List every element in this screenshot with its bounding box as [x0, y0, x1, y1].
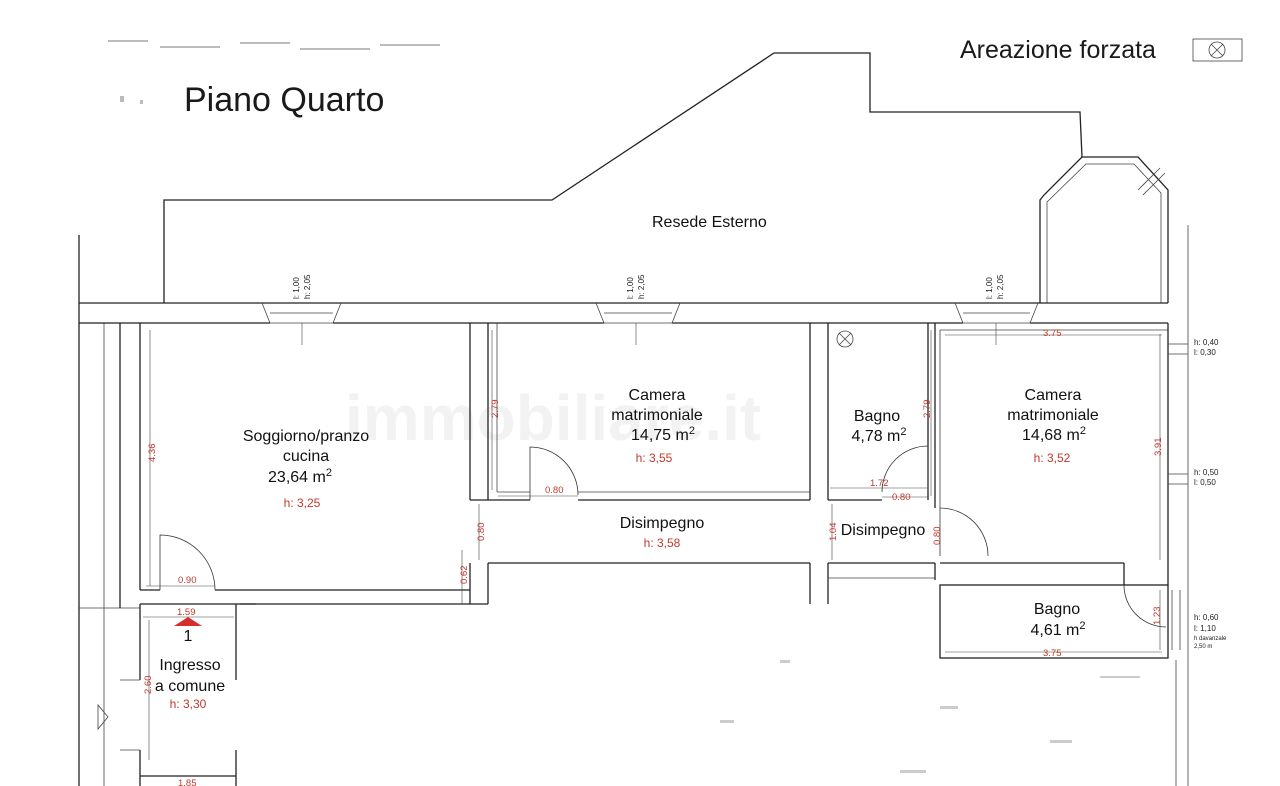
dim-4-36: 4.36: [147, 444, 158, 463]
dim-1-59: 1.59: [177, 607, 196, 618]
scan-noise: [108, 40, 440, 104]
bathroom-ventilation-icon: [836, 330, 854, 348]
svg-text:h: 3,55: h: 3,55: [636, 451, 673, 465]
svg-text:h: 2,05: h: 2,05: [303, 274, 312, 299]
window-notes: h: 2,05 l: 1,00 h: 2,05 l: 1,00 h: 2,05 …: [292, 274, 1227, 650]
svg-text:Camera: Camera: [629, 387, 686, 404]
dim-1-85: 1.85: [178, 778, 197, 786]
svg-text:23,64 m2: 23,64 m2: [268, 467, 332, 486]
exterior-label: Resede Esterno: [652, 214, 767, 231]
entrance-marker: 1: [174, 617, 202, 645]
dim-3-91: 3.91: [1153, 438, 1164, 457]
svg-text:l: 1,00: l: 1,00: [292, 277, 301, 299]
room-ingresso: Ingresso a comune h: 3,30: [155, 657, 225, 711]
door-swings: [159, 445, 1167, 628]
interior-walls: [119, 323, 1169, 786]
room-bagno-1: Bagno 4,78 m2: [851, 408, 906, 445]
svg-text:h: 3,52: h: 3,52: [1034, 451, 1071, 465]
entrance-number: 1: [184, 628, 193, 645]
svg-text:14,68 m2: 14,68 m2: [1022, 425, 1086, 444]
dim-3-75-a: 3.75: [1043, 328, 1062, 339]
page-title: Piano Quarto: [184, 81, 384, 119]
svg-text:h: 2,05: h: 2,05: [637, 274, 646, 299]
north-wall: [79, 302, 1168, 324]
svg-text:h: 0,40: h: 0,40: [1194, 338, 1219, 347]
forced-ventilation-icon: [1192, 38, 1243, 62]
svg-text:a comune: a comune: [155, 678, 225, 695]
svg-text:4,61 m2: 4,61 m2: [1030, 620, 1085, 639]
svg-text:l: 0,30: l: 0,30: [1194, 348, 1216, 357]
dim-2-79-b: 2.79: [922, 400, 933, 419]
svg-text:l: 1,00: l: 1,00: [626, 277, 635, 299]
east-windows: [1168, 343, 1188, 650]
svg-text:h: 3,25: h: 3,25: [284, 496, 321, 510]
right-edge: [1175, 225, 1189, 786]
room-camera-1: Camera matrimoniale 14,75 m2 h: 3,55: [611, 387, 703, 465]
watermark: immobiliare.it: [345, 382, 761, 454]
svg-text:Disimpegno: Disimpegno: [620, 515, 705, 532]
svg-text:Camera: Camera: [1025, 387, 1082, 404]
room-disimpegno-1: Disimpegno h: 3,58: [620, 515, 705, 550]
svg-text:Ingresso: Ingresso: [159, 657, 220, 674]
svg-text:cucina: cucina: [283, 448, 329, 465]
dim-3-75-b: 3.75: [1043, 648, 1062, 659]
exterior-outline: [163, 52, 1169, 303]
svg-text:l: 1,00: l: 1,00: [985, 277, 994, 299]
dim-0-80-d: 0.80: [932, 527, 943, 546]
room-bagno-2: Bagno 4,61 m2: [1030, 601, 1085, 639]
svg-text:14,75 m2: 14,75 m2: [631, 425, 695, 444]
room-soggiorno: Soggiorno/pranzo cucina 23,64 m2 h: 3,25: [243, 428, 369, 510]
svg-text:h: 3,30: h: 3,30: [170, 697, 207, 711]
svg-text:h: 3,58: h: 3,58: [644, 536, 681, 550]
room-disimpegno-2: Disimpegno: [841, 522, 926, 539]
svg-text:Bagno: Bagno: [1034, 601, 1080, 618]
svg-text:matrimoniale: matrimoniale: [1007, 407, 1099, 424]
svg-text:l: 0,50: l: 0,50: [1194, 478, 1216, 487]
dim-1-72: 1.72: [870, 478, 889, 489]
dim-0-80-a: 0.80: [545, 485, 564, 496]
dim-0-62: 0.62: [459, 566, 470, 585]
dimension-lines: [143, 323, 1162, 760]
dimension-labels: 4.36 2.79 2.79 3.91 3.75 3.75 0.80 0.80 …: [143, 328, 1164, 786]
legend-label: Areazione forzata: [960, 36, 1156, 64]
svg-text:Soggiorno/pranzo: Soggiorno/pranzo: [243, 428, 369, 445]
dim-0-90: 0.90: [178, 575, 197, 586]
svg-text:h: 0,60: h: 0,60: [1194, 613, 1219, 622]
room-camera-2: Camera matrimoniale 14,68 m2 h: 3,52: [1007, 387, 1099, 465]
dim-2-60: 2.60: [143, 676, 154, 695]
left-edge: [78, 235, 140, 786]
bottom-noise: [720, 660, 1140, 773]
svg-text:h: 0,50: h: 0,50: [1194, 468, 1219, 477]
svg-text:Bagno: Bagno: [854, 408, 900, 425]
dim-2-79-a: 2.79: [490, 400, 501, 419]
entrance-arrow-icon: [174, 617, 202, 626]
svg-text:Disimpegno: Disimpegno: [841, 522, 926, 539]
dim-0-80-b: 0.80: [892, 492, 911, 503]
dim-1-04: 1.04: [828, 523, 839, 542]
svg-text:4,78 m2: 4,78 m2: [851, 426, 906, 445]
svg-text:h davanzale: h davanzale: [1194, 636, 1227, 642]
dim-1-23: 1.23: [1152, 607, 1163, 626]
svg-text:matrimoniale: matrimoniale: [611, 407, 703, 424]
svg-text:l: 1,10: l: 1,10: [1194, 624, 1216, 633]
svg-text:2,50 m: 2,50 m: [1194, 644, 1212, 650]
dim-0-80-c: 0.80: [476, 523, 487, 542]
svg-text:h: 2,05: h: 2,05: [996, 274, 1005, 299]
